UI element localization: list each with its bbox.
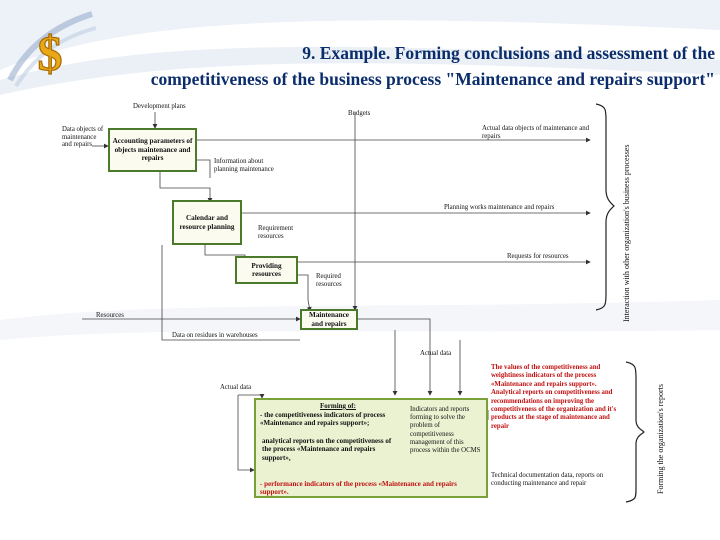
- title-line-1: 9. Example. Forming conclusions and asse…: [302, 43, 715, 63]
- label-resources: Resources: [96, 312, 124, 319]
- forming-box: [254, 398, 488, 498]
- label-info-planning: Information about planning maintenance: [214, 158, 274, 173]
- page-title: 9. Example. Forming conclusions and asse…: [60, 40, 715, 92]
- label-actual-data-2: Actual data: [220, 384, 252, 391]
- vertical-interaction-label: Interaction with other organization's bu…: [622, 144, 631, 322]
- forming-item-3: - performance indicators of the process …: [260, 480, 457, 497]
- label-actual-data-objects: Actual data objects of maintenance and r…: [482, 125, 590, 140]
- providing-box: Providing resources: [235, 256, 298, 284]
- label-requests-resources: Requests for resources: [507, 253, 569, 260]
- dollar-logo-icon: $: [7, 11, 97, 88]
- title-line-2: competitiveness of the business process …: [150, 69, 715, 89]
- maintenance-box: Maintenance and repairs: [300, 309, 358, 330]
- label-required-resources: Required resources: [316, 273, 342, 288]
- label-data-objects: Data objects of maintenance and repairs: [62, 126, 104, 149]
- label-technical-docs: Technical documentation data, reports on…: [491, 472, 604, 487]
- svg-text:$: $: [38, 25, 63, 81]
- label-budgets: Budgets: [348, 110, 371, 117]
- calendar-box: Calendar and resource planning: [172, 200, 242, 245]
- label-actual-data-1: Actual data: [420, 350, 452, 357]
- label-requirement-resources: Requirement resources: [258, 225, 294, 240]
- label-planning-works: Planning works maintenance and repairs: [444, 204, 555, 211]
- red-output-text: The values of the competitiveness and we…: [491, 364, 617, 430]
- label-residues: Data on residues in warehouses: [172, 332, 258, 339]
- accounting-box: Accounting parameters of objects mainten…: [108, 128, 197, 172]
- forming-heading: Forming of:: [320, 402, 356, 410]
- label-development-plans: Development plans: [133, 103, 186, 110]
- label-indicators: Indicators and reports forming to solve …: [410, 406, 481, 455]
- vertical-forming-reports-label: Forming the organization's reports: [656, 384, 665, 494]
- forming-item-2: analytical reports on the competitivenes…: [262, 437, 392, 462]
- forming-item-1: - the competitiveness indicators of proc…: [260, 411, 386, 428]
